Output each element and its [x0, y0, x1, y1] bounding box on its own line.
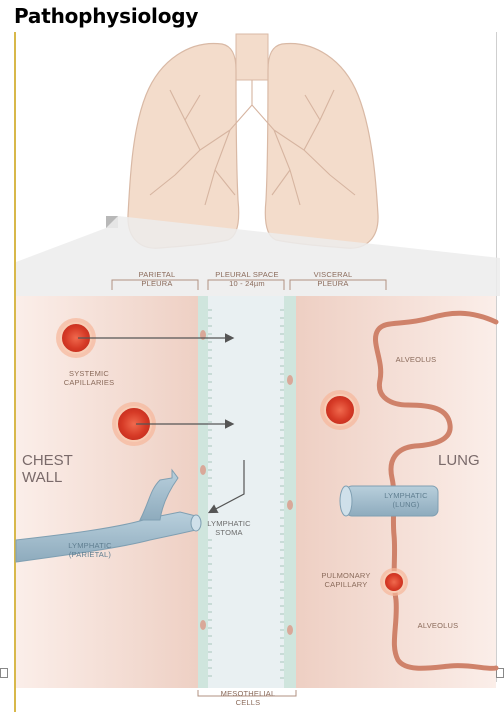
label-chest-wall: CHEST WALL	[22, 452, 73, 487]
label-visceral-pleura: VISCERAL PLEURA	[313, 270, 353, 288]
label-systemic-capillaries: SYSTEMIC CAPILLARIES	[63, 369, 115, 387]
label-pleural-space: PLEURAL SPACE 10 - 24µm	[215, 270, 279, 288]
label-lymphatic-lung: LYMPHATIC (LUNG)	[384, 491, 428, 509]
parietal-mesothelium	[198, 296, 208, 688]
slide-right-border	[496, 32, 497, 682]
parietal-lymphatic-vessel	[15, 468, 202, 563]
right-lung-shape	[264, 42, 379, 249]
left-lung-shape	[127, 42, 240, 249]
pulmonary-capillary	[380, 568, 408, 596]
label-pulmonary-capillary: PULMONARY CAPILLARY	[321, 571, 371, 589]
lung-lymphatic-vessel	[339, 485, 439, 517]
label-mesothelial-cells: MESOTHELIAL CELLS	[220, 690, 276, 707]
bronchial-tree	[149, 80, 356, 206]
trachea	[235, 33, 269, 81]
flow-arrows	[78, 333, 245, 514]
label-alveolus-top: ALVEOLUS	[395, 355, 437, 364]
chest-wall-tissue	[16, 296, 198, 688]
layer-brackets	[111, 279, 387, 697]
parietal-cell-ticks	[208, 309, 212, 677]
arrow-to-stoma	[207, 460, 245, 514]
systemic-capillary-2	[112, 402, 156, 446]
page-title: Pathophysiology	[14, 4, 199, 28]
visceral-capillary	[320, 390, 360, 430]
label-lung: LUNG	[438, 452, 480, 469]
systemic-capillary-1	[56, 318, 96, 358]
visceral-cell-ticks	[280, 309, 284, 679]
label-alveolus-bottom: ALVEOLUS	[417, 621, 459, 630]
slide-left-border	[14, 32, 16, 712]
label-lymphatic-stoma: LYMPHATIC STOMA	[207, 519, 251, 537]
pleural-space-band	[208, 296, 284, 688]
lungs-illustration	[106, 33, 379, 249]
zoom-projection	[16, 216, 500, 296]
alveolus-outline	[373, 310, 499, 671]
resize-handle-left[interactable]	[0, 668, 8, 678]
visceral-mesothelium	[284, 296, 296, 688]
label-parietal-pleura: PARIETAL PLEURA	[138, 270, 176, 288]
label-lymphatic-parietal: LYMPHATIC (PARIETAL)	[68, 541, 112, 559]
mesothelial-nuclei	[200, 330, 293, 635]
